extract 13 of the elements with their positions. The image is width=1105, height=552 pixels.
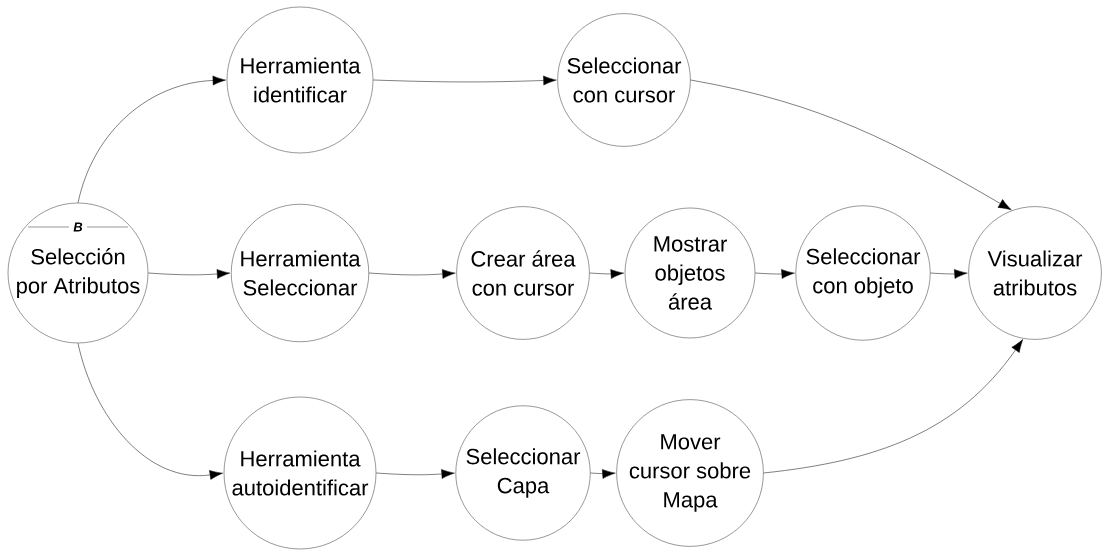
arrow: [77, 75, 226, 203]
arrow: [77, 343, 223, 480]
arrow: [373, 75, 557, 86]
arrow: [755, 269, 795, 279]
arrow: [589, 269, 624, 279]
arrow: [148, 269, 231, 279]
arrow: [376, 469, 455, 479]
arrow: [690, 79, 1012, 211]
arrow: [590, 469, 616, 479]
letter-label: B: [73, 222, 83, 232]
arrow: [368, 269, 456, 279]
arrow: [763, 339, 1024, 474]
arrow: [930, 269, 968, 279]
